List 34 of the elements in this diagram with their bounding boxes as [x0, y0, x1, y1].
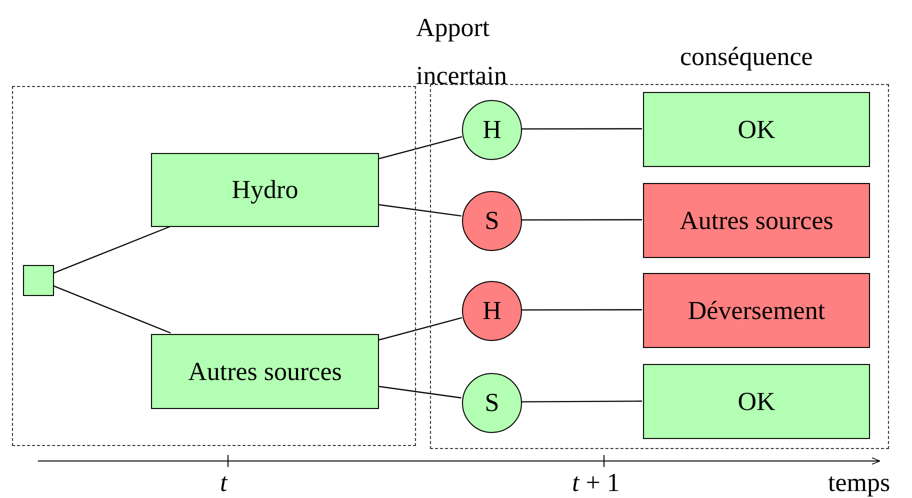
connector-line [378, 204, 462, 217]
connector-line [378, 317, 462, 341]
node-label: Déversement [688, 296, 826, 326]
connector-line [521, 309, 642, 311]
connector-line [52, 285, 171, 334]
node-label: S [484, 388, 500, 418]
node-label: Autres sources [680, 206, 834, 236]
outcome-box [643, 183, 870, 258]
node-label: OK [738, 114, 776, 144]
connector-line [521, 400, 642, 402]
node-label: H [482, 115, 502, 145]
column-heading: Apport incertain [416, 12, 508, 92]
group-frame [430, 84, 889, 449]
node-label: H [482, 296, 502, 326]
axis-label: temps [828, 468, 890, 498]
connector-line [52, 225, 172, 274]
square-node [23, 265, 54, 296]
connector-line [521, 219, 642, 221]
node-label: Autres sources [188, 356, 342, 386]
tick-label: t + 1 [572, 468, 620, 498]
outcome-box [643, 364, 870, 439]
node-label: Hydro [232, 175, 298, 205]
connector-line [378, 386, 462, 398]
node-label: OK [738, 386, 776, 416]
tick-label: t [220, 468, 228, 498]
decision-box [151, 334, 379, 409]
connector-line [521, 128, 642, 130]
decision-box [151, 153, 379, 227]
outcome-box [643, 92, 870, 167]
connector-line [378, 136, 462, 160]
group-frame [12, 86, 416, 446]
node-label: S [484, 206, 500, 236]
column-heading: conséquence [680, 42, 813, 72]
outcome-box [643, 273, 870, 348]
